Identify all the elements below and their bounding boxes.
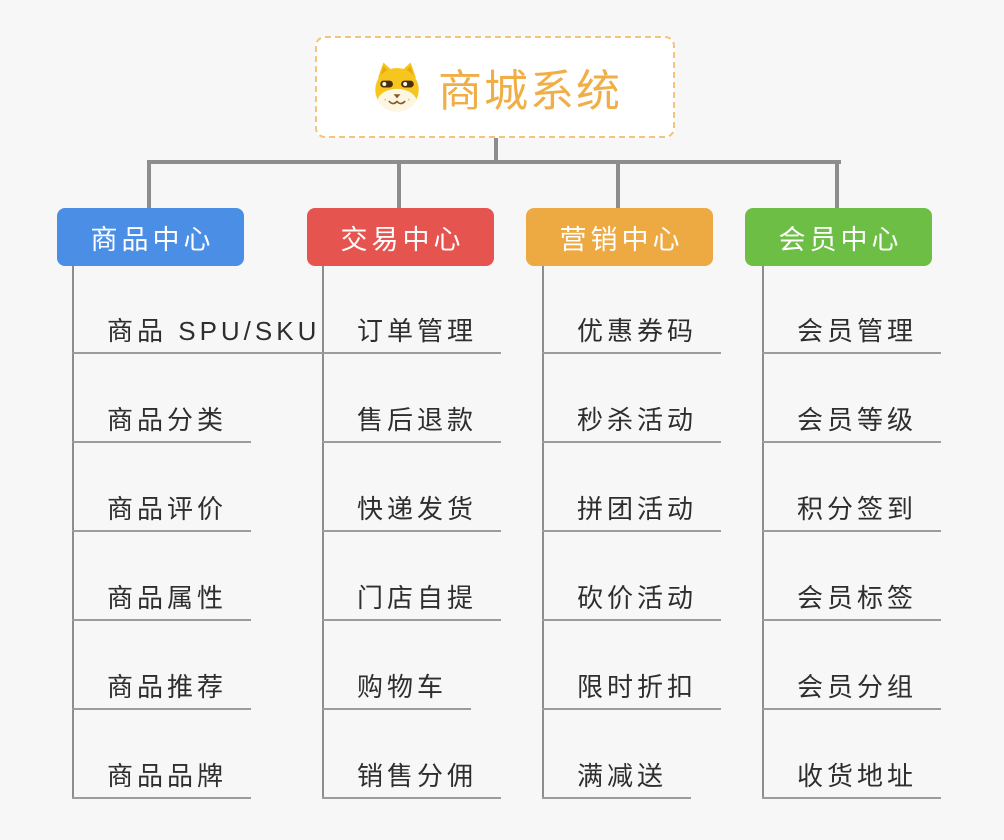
leaf-item[interactable]: 商品分类 <box>72 401 252 443</box>
leaf-item[interactable]: 会员等级 <box>762 401 942 443</box>
leaf-item[interactable]: 商品推荐 <box>72 668 252 710</box>
leaf-spine-line <box>72 266 74 799</box>
leaf-item[interactable]: 商品属性 <box>72 579 252 621</box>
dog-face-icon <box>375 62 419 112</box>
root-stem-line <box>494 138 498 164</box>
dog-right-ear-inner <box>405 66 414 76</box>
leaf-spine-line <box>322 266 324 799</box>
branch-node[interactable]: 交易中心 <box>307 208 494 266</box>
leaf-item[interactable]: 商品评价 <box>72 490 252 532</box>
leaf-item[interactable]: 收货地址 <box>762 757 942 799</box>
leaf-item[interactable]: 拼团活动 <box>542 490 722 532</box>
dog-left-ear-inner <box>380 66 389 76</box>
leaf-item[interactable]: 满减送 <box>542 757 692 799</box>
leaf-item[interactable]: 门店自提 <box>322 579 502 621</box>
leaf-item[interactable]: 购物车 <box>322 668 472 710</box>
dog-left-pupil <box>382 82 387 87</box>
leaf-item[interactable]: 售后退款 <box>322 401 502 443</box>
branch-label: 交易中心 <box>340 224 465 255</box>
leaf-spine-line <box>762 266 764 799</box>
leaf-item[interactable]: 砍价活动 <box>542 579 722 621</box>
dog-whisker-dot <box>384 98 387 101</box>
leaf-item[interactable]: 优惠券码 <box>542 312 722 354</box>
branch-node[interactable]: 营销中心 <box>526 208 713 266</box>
branch-label: 会员中心 <box>778 224 903 255</box>
leaf-item[interactable]: 积分签到 <box>762 490 942 532</box>
dog-right-eye <box>401 80 414 88</box>
branch-stem-line <box>834 160 839 208</box>
leaf-item[interactable]: 订单管理 <box>322 312 502 354</box>
leaf-item[interactable]: 会员管理 <box>762 312 942 354</box>
branch-node[interactable]: 商品中心 <box>57 208 244 266</box>
dog-nose <box>393 94 401 99</box>
root-node[interactable]: 商城系统 <box>315 36 675 138</box>
branch-stem-line <box>146 160 151 208</box>
leaf-item[interactable]: 商品品牌 <box>72 757 252 799</box>
branch-rail-line <box>148 160 841 164</box>
leaf-item[interactable]: 商品 SPU/SKU <box>72 312 345 354</box>
branch-label: 营销中心 <box>559 224 684 255</box>
dog-right-pupil <box>403 82 408 87</box>
leaf-item[interactable]: 会员分组 <box>762 668 942 710</box>
root-title: 商城系统 <box>438 67 622 116</box>
branch-stem-line <box>615 160 620 208</box>
leaf-spine-line <box>542 266 544 799</box>
dog-whisker-dot <box>407 98 410 101</box>
dog-left-eye <box>380 80 393 88</box>
leaf-item[interactable]: 会员标签 <box>762 579 942 621</box>
leaf-item[interactable]: 销售分佣 <box>322 757 502 799</box>
dog-mouth <box>388 100 406 105</box>
branch-label: 商品中心 <box>90 224 215 255</box>
branch-stem-line <box>396 160 401 208</box>
leaf-item[interactable]: 限时折扣 <box>542 668 722 710</box>
leaf-item[interactable]: 秒杀活动 <box>542 401 722 443</box>
leaf-item[interactable]: 快递发货 <box>322 490 502 532</box>
branch-node[interactable]: 会员中心 <box>745 208 932 266</box>
